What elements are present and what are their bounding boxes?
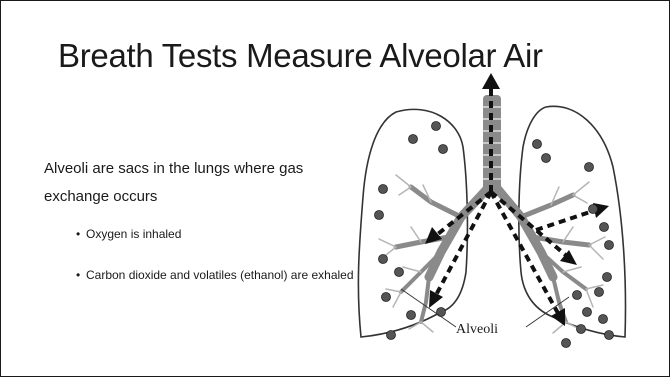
alveolus-icon <box>395 268 404 277</box>
alveolus-icon <box>533 140 542 149</box>
alveolus-icon <box>595 288 604 297</box>
bullet-exhaled: Carbon dioxide and volatiles (ethanol) a… <box>76 268 366 282</box>
alveolus-icon <box>432 122 441 131</box>
intro-text: Alveoli are sacs in the lungs where gas … <box>44 155 369 211</box>
alveolus-icon <box>573 291 582 300</box>
alveolus-icon <box>600 223 609 232</box>
alveolus-icon <box>375 211 384 220</box>
alveolus-icon <box>605 331 614 340</box>
alveolus-icon <box>585 163 594 172</box>
alveoli-label: Alveoli <box>456 322 498 338</box>
alveolus-icon <box>605 241 614 250</box>
alveolus-icon <box>379 255 388 264</box>
alveolus-icon <box>603 273 612 282</box>
alveolus-icon <box>542 154 551 163</box>
alveolus-icon <box>409 135 418 144</box>
bullet-list: Oxygen is inhaled Carbon dioxide and vol… <box>76 227 366 282</box>
alveolus-icon <box>379 185 388 194</box>
alveolus-icon <box>583 308 592 317</box>
alveolus-icon <box>599 315 608 324</box>
alveolus-icon <box>562 339 571 348</box>
alveolus-icon <box>387 331 396 340</box>
alveolus-icon <box>589 205 598 214</box>
alveolus-icon <box>437 308 446 317</box>
bullet-oxygen: Oxygen is inhaled <box>76 227 366 241</box>
alveolus-icon <box>382 293 391 302</box>
alveolus-icon <box>407 311 416 320</box>
alveolus-icon <box>439 145 448 154</box>
alveolus-icon <box>577 325 586 334</box>
